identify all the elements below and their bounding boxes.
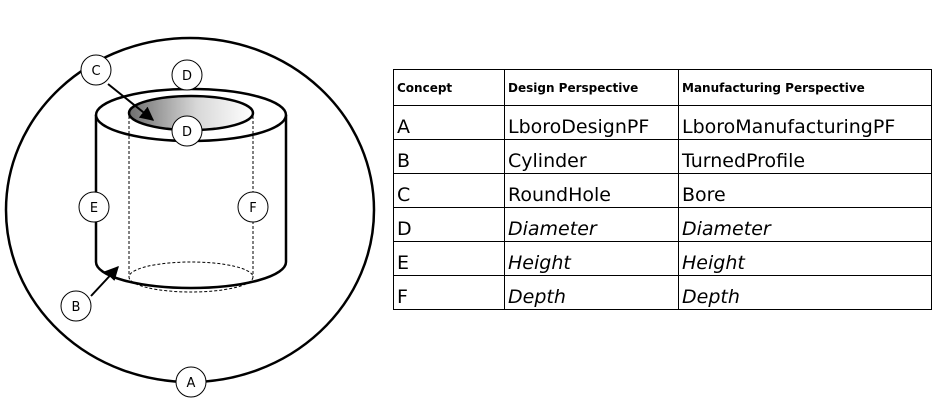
svg-text:F: F	[249, 201, 256, 216]
svg-text:C: C	[91, 64, 100, 79]
design-cell: RoundHole	[504, 173, 679, 208]
callout-d-top: D	[171, 59, 203, 91]
concept-mapping-table: Concept Design Perspective Manufacturing…	[393, 69, 932, 310]
manufacturing-cell: LboroManufacturingPF	[678, 105, 932, 140]
svg-text:A: A	[187, 376, 196, 391]
table-row: D Diameter Diameter	[393, 207, 932, 242]
callout-b: B	[60, 290, 92, 322]
callout-f: F	[237, 191, 269, 223]
design-cell: Height	[504, 241, 679, 276]
table-row: C RoundHole Bore	[393, 173, 932, 208]
callout-c: C	[80, 54, 112, 86]
concept-cell: C	[393, 173, 505, 208]
leader-c	[107, 83, 155, 121]
svg-text:D: D	[182, 125, 192, 140]
table-row: B Cylinder TurnedProfile	[393, 139, 932, 174]
manufacturing-cell: Diameter	[678, 207, 932, 242]
callout-d-inner: D	[171, 115, 203, 147]
svg-text:E: E	[90, 201, 98, 216]
table-row: F Depth Depth	[393, 275, 932, 310]
concept-cell: F	[393, 275, 505, 310]
cylinder-body	[94, 115, 288, 290]
header-design-perspective: Design Perspective	[504, 69, 679, 106]
concept-cell: E	[393, 241, 505, 276]
table-row: E Height Height	[393, 241, 932, 276]
header-manufacturing-perspective: Manufacturing Perspective	[678, 69, 932, 106]
concept-cell: A	[393, 105, 505, 140]
table-header-row: Concept Design Perspective Manufacturing…	[393, 69, 932, 106]
leader-b	[90, 265, 119, 297]
design-cell: Depth	[504, 275, 679, 310]
manufacturing-cell: TurnedProfile	[678, 139, 932, 174]
header-concept: Concept	[393, 69, 505, 106]
manufacturing-cell: Bore	[678, 173, 932, 208]
design-cell: LboroDesignPF	[504, 105, 679, 140]
manufacturing-cell: Height	[678, 241, 932, 276]
callout-a: A	[175, 366, 207, 398]
manufacturing-cell: Depth	[678, 275, 932, 310]
concept-diagram: C D D E F B A	[4, 36, 376, 398]
svg-text:B: B	[72, 300, 81, 315]
svg-text:D: D	[182, 69, 192, 84]
table-row: A LboroDesignPF LboroManufacturingPF	[393, 105, 932, 140]
design-cell: Diameter	[504, 207, 679, 242]
concept-cell: D	[393, 207, 505, 242]
design-cell: Cylinder	[504, 139, 679, 174]
concept-cell: B	[393, 139, 505, 174]
hole-hidden-bottom	[128, 261, 254, 293]
callout-e: E	[78, 191, 110, 223]
